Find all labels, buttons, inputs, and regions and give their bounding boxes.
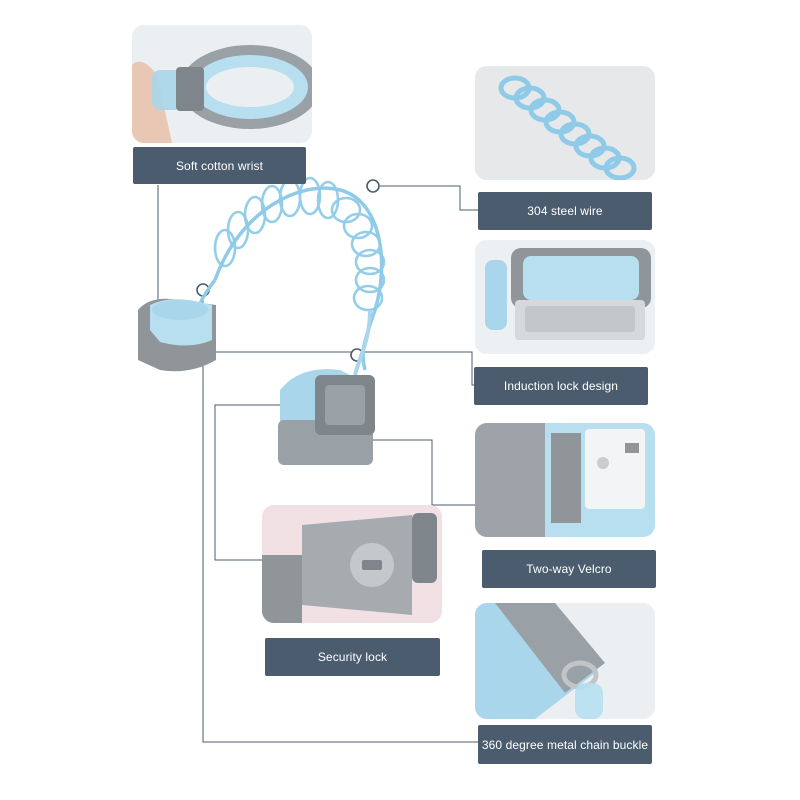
product-main-image	[120, 170, 440, 510]
label-soft-cotton-wrist: Soft cotton wrist	[133, 147, 306, 184]
photo-security-lock	[262, 505, 442, 623]
label-two-way-velcro: Two-way Velcro	[482, 550, 656, 588]
photo-metal-chain-buckle	[475, 603, 655, 719]
photo-two-way-velcro	[475, 423, 655, 537]
photo-induction-lock	[475, 240, 655, 354]
photo-steel-wire	[475, 66, 655, 180]
label-360-degree-metal-chain-buckle: 360 degree metal chain buckle	[478, 725, 652, 764]
photo-soft-cotton-wrist	[132, 25, 312, 143]
label-security-lock: Security lock	[265, 638, 440, 676]
label-induction-lock-design: Induction lock design	[474, 367, 648, 405]
label-304-steel-wire: 304 steel wire	[478, 192, 652, 230]
